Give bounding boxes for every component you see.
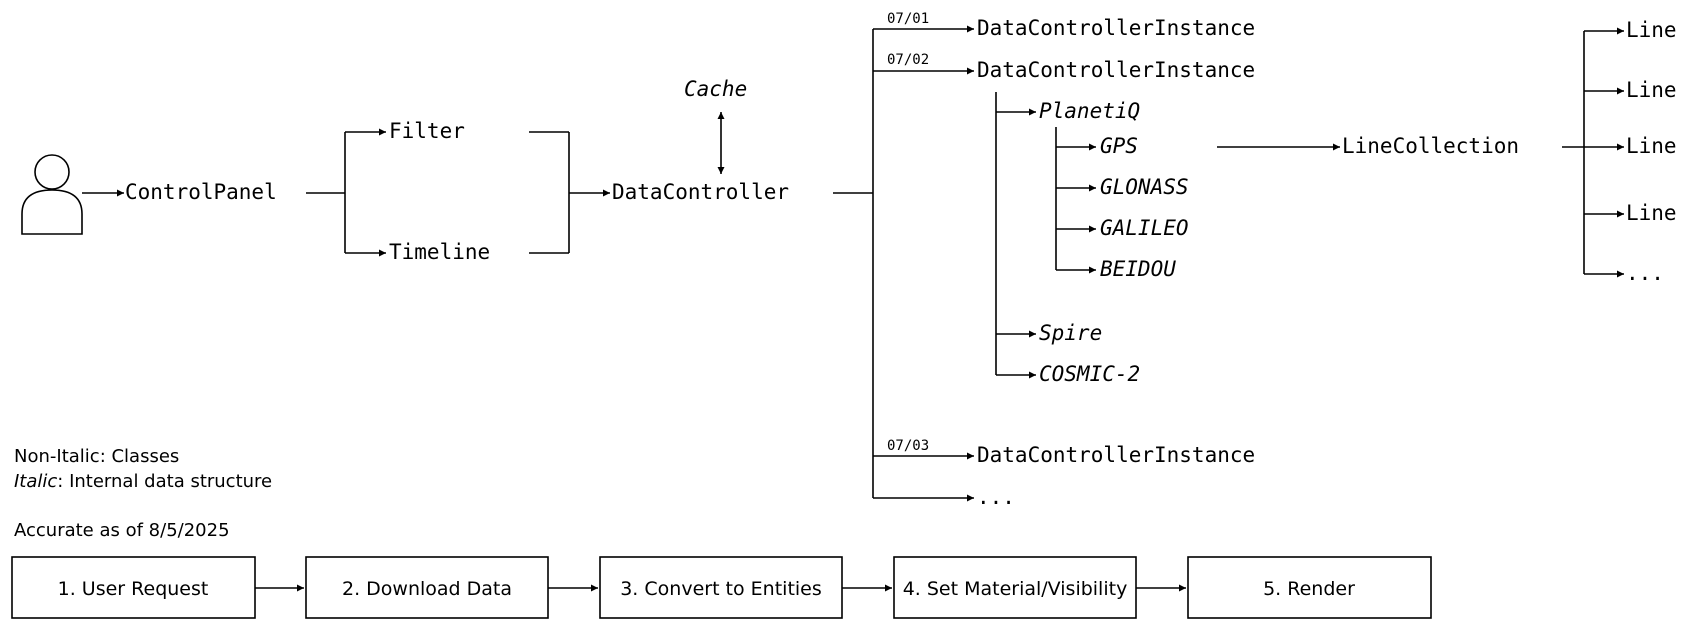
pipeline-step-2-box: [305, 556, 549, 619]
node-data-controller: DataController: [612, 180, 789, 204]
connector-merge-datacontroller: [529, 131, 610, 254]
pipeline-step-4-box: [893, 556, 1137, 619]
legend-non-italic: Non-Italic: Classes: [14, 446, 179, 467]
node-timeline: Timeline: [389, 240, 490, 264]
node-line-1: Line: [1626, 18, 1677, 42]
connector-controlpanel-branch: [306, 128, 386, 257]
node-dci-2: DataControllerInstance: [977, 58, 1255, 82]
legend-italic: Italic: Internal data structure: [14, 471, 272, 492]
connector-sources: [995, 92, 1036, 379]
node-control-panel: ControlPanel: [125, 180, 277, 204]
node-line-collection: LineCollection: [1342, 134, 1519, 158]
connector-lines: [1562, 27, 1624, 278]
node-dci-3: DataControllerInstance: [977, 443, 1255, 467]
node-beidou: BEIDOU: [1100, 257, 1176, 281]
node-filter: Filter: [389, 119, 465, 143]
date-label-3: 07/03: [887, 438, 929, 454]
node-galileo: GALILEO: [1100, 216, 1189, 240]
user-icon: [21, 154, 83, 235]
node-cache: Cache: [684, 77, 747, 101]
node-line-more: ...: [1626, 261, 1664, 285]
pipeline-step-3: 3. Convert to Entities: [620, 578, 822, 600]
accuracy-note: Accurate as of 8/5/2025: [14, 520, 230, 541]
node-gps: GPS: [1100, 134, 1138, 158]
connector-datacontroller-instances: [833, 25, 974, 502]
pipeline-step-2: 2. Download Data: [342, 578, 512, 600]
pipeline-step-1: 1. User Request: [58, 578, 209, 600]
date-label-2: 07/02: [887, 52, 929, 68]
pipeline-step-4: 4. Set Material/Visibility: [903, 578, 1128, 600]
node-dci-1: DataControllerInstance: [977, 16, 1255, 40]
node-line-2: Line: [1626, 78, 1677, 102]
node-dci-more: ...: [977, 485, 1015, 509]
node-glonass: GLONASS: [1100, 175, 1189, 199]
node-planetiq: PlanetiQ: [1039, 99, 1140, 123]
pipeline-step-5-box: [1187, 556, 1432, 619]
pipeline: 1. User Request 2. Download Data 3. Conv…: [11, 556, 1432, 619]
connector-constellations: [1055, 127, 1096, 274]
date-label-1: 07/01: [887, 11, 929, 27]
node-cosmic2: COSMIC-2: [1039, 362, 1140, 386]
pipeline-step-5: 5. Render: [1263, 578, 1355, 600]
node-line-4: Line: [1626, 201, 1677, 225]
pipeline-step-3-box: [599, 556, 843, 619]
node-spire: Spire: [1039, 321, 1102, 345]
node-line-3: Line: [1626, 134, 1677, 158]
